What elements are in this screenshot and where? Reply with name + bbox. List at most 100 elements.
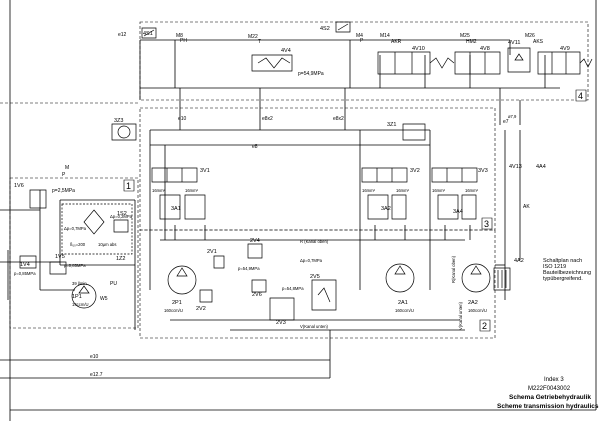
label-4a4: 4A4 (536, 164, 546, 170)
label-4s2: 4S2 (320, 26, 330, 32)
label-p-left: P (62, 172, 66, 178)
label-3a2: 3A2 (381, 206, 391, 212)
label-m14: M14 (380, 33, 390, 39)
label-p-1v4: p=0,85MPa (14, 271, 36, 276)
label-3a4: 3A4 (453, 209, 463, 215)
label-1s2: 1S2 (117, 211, 127, 217)
label-hm2: HM2 (466, 39, 477, 45)
label-1v5: 1V5 (55, 254, 65, 260)
label-m26: M26 (525, 33, 535, 39)
label-2a1: 2A1 (398, 300, 408, 306)
label-2v2: 2V2 (196, 306, 206, 312)
label-w7: ø7,9 (508, 114, 517, 119)
label-area-2: 16mm² (185, 188, 199, 193)
note-line-2: ISO 1219 (543, 264, 566, 270)
label-v-kanal: V(Kanal unten) (300, 324, 329, 329)
label-p-4v4: p=54,9MPa (298, 71, 324, 77)
note-line-1: Schaltplan nach (543, 258, 582, 264)
label-ph: PH (180, 38, 187, 44)
label-p-1v5: p=0,85MPa (64, 263, 86, 268)
label-e8x2: e8x2 (262, 116, 273, 122)
section-1: 1 (126, 181, 131, 191)
label-e10: e10 (178, 116, 187, 122)
region-4-components (142, 22, 592, 74)
label-cm3-160b: 160ccm/U (395, 308, 414, 313)
label-2v1: 2V1 (207, 249, 217, 255)
label-m8: M8 (176, 33, 183, 39)
label-2v3: 2V3 (276, 320, 286, 326)
label-dp07: Δp=0,7MPa (64, 226, 87, 231)
title-index: Index 3 (544, 377, 564, 383)
label-ak: AK (523, 204, 530, 210)
label-p-1v6: p=2,5MPa (52, 188, 75, 194)
label-v-side: V(Kanal unten) (458, 301, 463, 330)
label-p-a: P (360, 38, 364, 44)
label-e12c: e12.7 (90, 372, 103, 378)
drawing-frame (10, 0, 596, 421)
label-e7: e7 (503, 119, 509, 125)
label-4v13: 4V13 (509, 164, 522, 170)
label-4v11: 4V11 (508, 40, 520, 46)
label-3z3: 3Z3 (114, 118, 123, 124)
title-block: Index 3 M222F0043002 Schema Getriebehydr… (497, 377, 599, 410)
label-1v6: 1V6 (14, 183, 24, 189)
label-aks: AKS (533, 39, 544, 45)
label-2v6: 2V6 (252, 292, 262, 298)
label-39lmin: 39 l/min (72, 281, 87, 286)
label-4s1: 4S1 (143, 31, 153, 37)
label-e8x2b: e8x2 (333, 116, 344, 122)
section-2: 2 (482, 321, 487, 331)
label-pu: PU (110, 281, 117, 287)
label-1p1: 1P1 (72, 294, 82, 300)
label-e10b: e10 (90, 354, 99, 360)
title-doc-no: M222F0043002 (528, 386, 571, 392)
label-1v4: 1V4 (20, 262, 30, 268)
label-2v5: 2V5 (310, 274, 320, 280)
label-area-5: 16mm² (432, 188, 446, 193)
region-3-components (112, 124, 477, 219)
title-de: Schema Getriebehydraulik (509, 394, 591, 401)
label-p549: p=54,9MPa (238, 266, 260, 271)
pipe-network (0, 40, 560, 378)
label-2a2: 2A2 (468, 300, 478, 306)
label-area-4: 16mm² (396, 188, 410, 193)
label-3z1: 3Z1 (387, 122, 396, 128)
note-line-4: typübergreifend. (543, 276, 583, 282)
label-3a1: 3A1 (171, 206, 181, 212)
label-3v1: 3V1 (200, 168, 210, 174)
label-dp02: Δp=0,2MPa (110, 214, 133, 219)
label-w5: W5 (100, 296, 108, 302)
label-2v4: 2V4 (250, 238, 260, 244)
label-x200: ß₁₀=200 (70, 242, 86, 247)
label-area-3: 16mm² (362, 188, 376, 193)
label-m-left: M (65, 165, 69, 171)
label-t-a: T (258, 39, 261, 45)
label-3v2: 3V2 (410, 168, 420, 174)
label-e8: e8 (252, 144, 258, 150)
label-area-6: 16mm² (465, 188, 479, 193)
section-3: 3 (484, 219, 489, 229)
label-m4: M4 (356, 33, 363, 39)
label-4v10: 4V10 (412, 46, 425, 52)
label-dp07b: Δp=0,7MPa (300, 258, 323, 263)
label-4v4: 4V4 (281, 48, 291, 54)
label-cm3-14: 14ccm/U (72, 302, 89, 307)
label-um: 10µm abs (98, 242, 116, 247)
label-r-side: R(Kanal oben) (451, 255, 456, 283)
label-area-1: 16mm² (152, 188, 166, 193)
section-numbers: 1 2 3 4 (124, 90, 586, 331)
note-line-3: Bauteilbezeichnung (543, 270, 591, 276)
component-labels: 4S1 M8 PH M22 T 4V4 p=54,9MPa 4S2 M4 P M… (14, 26, 570, 378)
label-cm3-160c: 160ccm/U (468, 308, 487, 313)
title-en: Scheme transmission hydraulics (497, 403, 599, 410)
region-1-components (20, 190, 132, 308)
label-e12: e12 (118, 32, 127, 38)
label-4v8: 4V8 (480, 46, 490, 52)
label-cm3-160a: 160ccm/U (164, 308, 183, 313)
label-4v9: 4V9 (560, 46, 570, 52)
label-1z2: 1Z2 (116, 256, 125, 262)
label-3v3: 3V3 (478, 168, 488, 174)
label-m25: M25 (460, 33, 470, 39)
label-akr: AKR (391, 39, 402, 45)
